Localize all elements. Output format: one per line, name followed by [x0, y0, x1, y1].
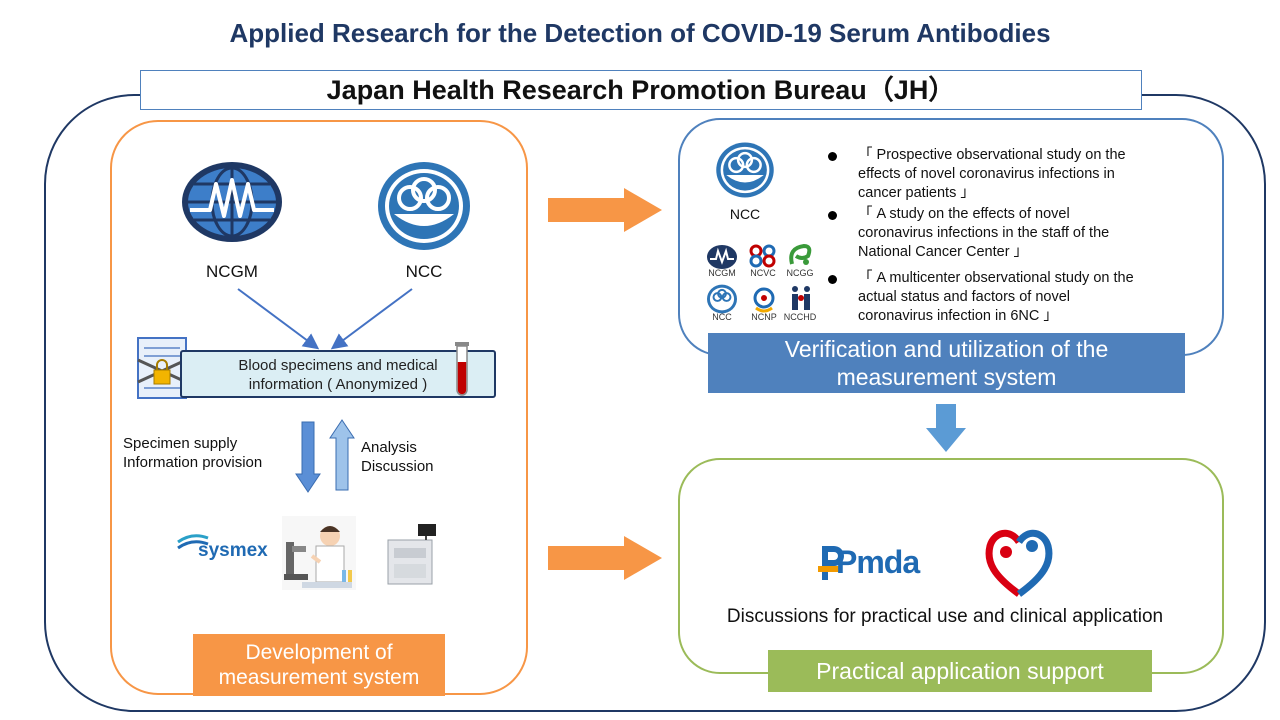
study-item: 「 Prospective observational study on the… [828, 146, 1208, 203]
study-item: 「 A multicenter observational study on t… [828, 269, 1208, 326]
sysmex-logo-text: sysmex [198, 540, 268, 561]
mini-logo-label-5: NCNP [751, 312, 777, 322]
development-label: Development of measurement system [193, 634, 445, 696]
converging-arrows [237, 288, 413, 350]
blood-box-line2: information ( Anonymized ) [248, 376, 428, 393]
development-label-line1: Development of [245, 641, 393, 664]
analyzer-machine-icon [387, 524, 436, 585]
verification-label-line1: Verification and utilization of the [784, 336, 1109, 362]
study-2-line3: National Cancer Center 」 [858, 244, 1029, 260]
test-tube-icon [455, 342, 469, 396]
verification-label-line2: measurement system [836, 364, 1057, 390]
study-3-line3: coronavirus infection in 6NC 」 [858, 308, 1058, 324]
bullet-icon [828, 152, 837, 161]
practical-label: Practical application support [768, 650, 1152, 692]
ncc-logo-icon [378, 162, 470, 250]
exchange-arrows [295, 419, 355, 493]
flow-left-line2: Information provision [123, 454, 263, 471]
mini-logo-label-3: NCGG [786, 268, 814, 278]
flow-right-line1: Analysis [361, 439, 417, 456]
page-title: Applied Research for the Detection of CO… [229, 18, 1051, 48]
organization-box: Japan Health Research Promotion Bureau（J… [140, 70, 1142, 110]
ncc-small-logo-icon [716, 142, 774, 198]
flow-left-line1: Specimen supply [123, 435, 238, 452]
arrow-to-verification [548, 188, 662, 232]
ncnp-mini-logo-icon [753, 287, 775, 313]
blood-box-line1: Blood specimens and medical [238, 357, 438, 374]
ncvc-mini-logo-icon [749, 244, 776, 268]
pmda-logo-icon [818, 546, 844, 580]
mini-logo-label-1: NCGM [708, 268, 736, 278]
ncc-mini-logo-icon [707, 284, 737, 314]
researcher-microscope-icon [282, 516, 356, 590]
ncc-small-label: NCC [729, 206, 761, 222]
ncgm-logo-icon [182, 162, 282, 242]
bullet-icon [828, 211, 837, 220]
mini-logo-label-4: NCC [712, 312, 732, 322]
verification-label: Verification and utilization of the meas… [708, 333, 1185, 393]
blood-specimens-box: Blood specimens and medical information … [180, 350, 496, 398]
heart-care-logo-icon [985, 529, 1053, 597]
secure-document-icon [137, 337, 187, 399]
ncgg-mini-logo-icon [789, 243, 812, 265]
flow-left-text: Specimen supply Information provision [123, 434, 262, 472]
pmda-logo-text: Pmda [836, 544, 920, 580]
study-1-line3: cancer patients 」 [858, 185, 975, 201]
sysmex-logo-icon [177, 534, 209, 550]
study-2-line2: coronavirus infections in the staff of t… [858, 225, 1110, 241]
study-3-line1: 「 A multicenter observational study on t… [858, 270, 1134, 286]
arrow-down-to-practical [926, 404, 966, 452]
arrow-to-practical [548, 536, 662, 580]
study-list: 「 Prospective observational study on the… [828, 146, 1208, 327]
mini-logo-label-2: NCVC [750, 268, 776, 278]
ncc-label: NCC [405, 262, 443, 281]
study-1-line2: effects of novel coronavirus infections … [858, 166, 1115, 182]
study-item: 「 A study on the effects of novel corona… [828, 205, 1208, 262]
flow-right-line2: Discussion [361, 458, 434, 475]
study-2-line1: 「 A study on the effects of novel [858, 206, 1070, 222]
study-3-line2: actual status and factors of novel [858, 289, 1070, 305]
ncgm-mini-logo-icon [707, 245, 737, 269]
flow-right-text: Analysis Discussion [361, 438, 434, 476]
ncchd-mini-logo-icon [792, 286, 810, 310]
bullet-icon [828, 275, 837, 284]
development-label-line2: measurement system [218, 666, 420, 689]
ncgm-label: NCGM [206, 262, 258, 281]
practical-caption: Discussions for practical use and clinic… [726, 606, 1164, 627]
practical-panel [678, 458, 1224, 674]
study-1-line1: 「 Prospective observational study on the [858, 147, 1126, 163]
mini-logo-label-6: NCCHD [783, 312, 817, 322]
